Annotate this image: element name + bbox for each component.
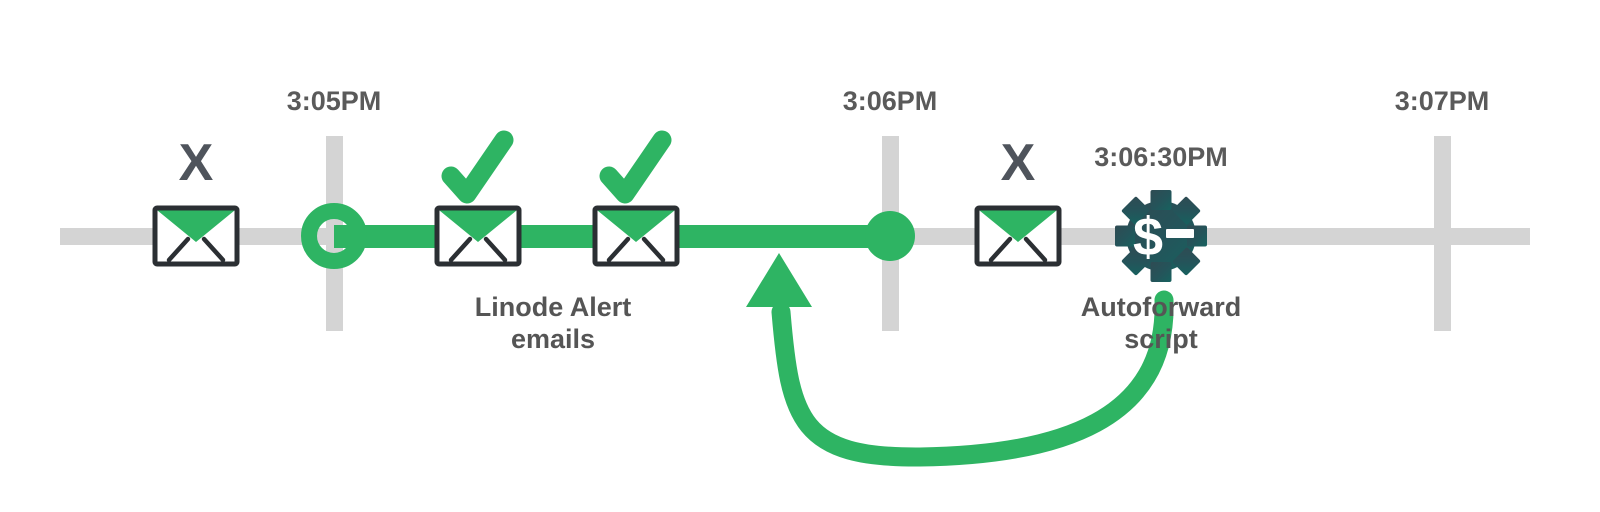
autoforward-label-line-2: script	[1124, 324, 1198, 354]
autoforward-script-label: Autoforward script	[1081, 292, 1241, 354]
envelope-icon-2	[437, 208, 519, 264]
failure-x-icon-1: X	[179, 134, 214, 192]
autoforward-label-line-1: Autoforward	[1081, 292, 1241, 322]
marker-end-dot	[865, 211, 915, 261]
inline-label-30630: 3:06:30PM	[1094, 142, 1228, 172]
tick-label-306: 3:06PM	[843, 86, 938, 116]
linode-alert-label-line-1: Linode Alert	[475, 292, 632, 322]
autoforward-gear-icon: $	[1115, 190, 1207, 282]
tick-label-305: 3:05PM	[287, 86, 382, 116]
autoforward-feedback-arrow	[746, 253, 1174, 467]
tick-mark-307	[1434, 136, 1451, 331]
linode-alert-label-line-2: emails	[511, 324, 595, 354]
linode-alert-emails-label: Linode Alert emails	[475, 292, 632, 354]
tick-marks-group	[326, 136, 1451, 331]
envelope-icon-3	[595, 208, 677, 264]
failure-x-icon-2: X	[1001, 134, 1036, 192]
gear-minus-glyph	[1166, 229, 1194, 238]
arrowhead-icon	[746, 253, 812, 307]
gear-dollar-glyph: $	[1133, 207, 1163, 267]
marker-start-ring	[301, 203, 367, 269]
envelope-icon-1	[155, 208, 237, 264]
tick-label-307: 3:07PM	[1395, 86, 1490, 116]
envelope-icon-4	[977, 208, 1059, 264]
success-check-icon-1	[451, 140, 504, 194]
success-check-icon-2	[609, 140, 662, 194]
